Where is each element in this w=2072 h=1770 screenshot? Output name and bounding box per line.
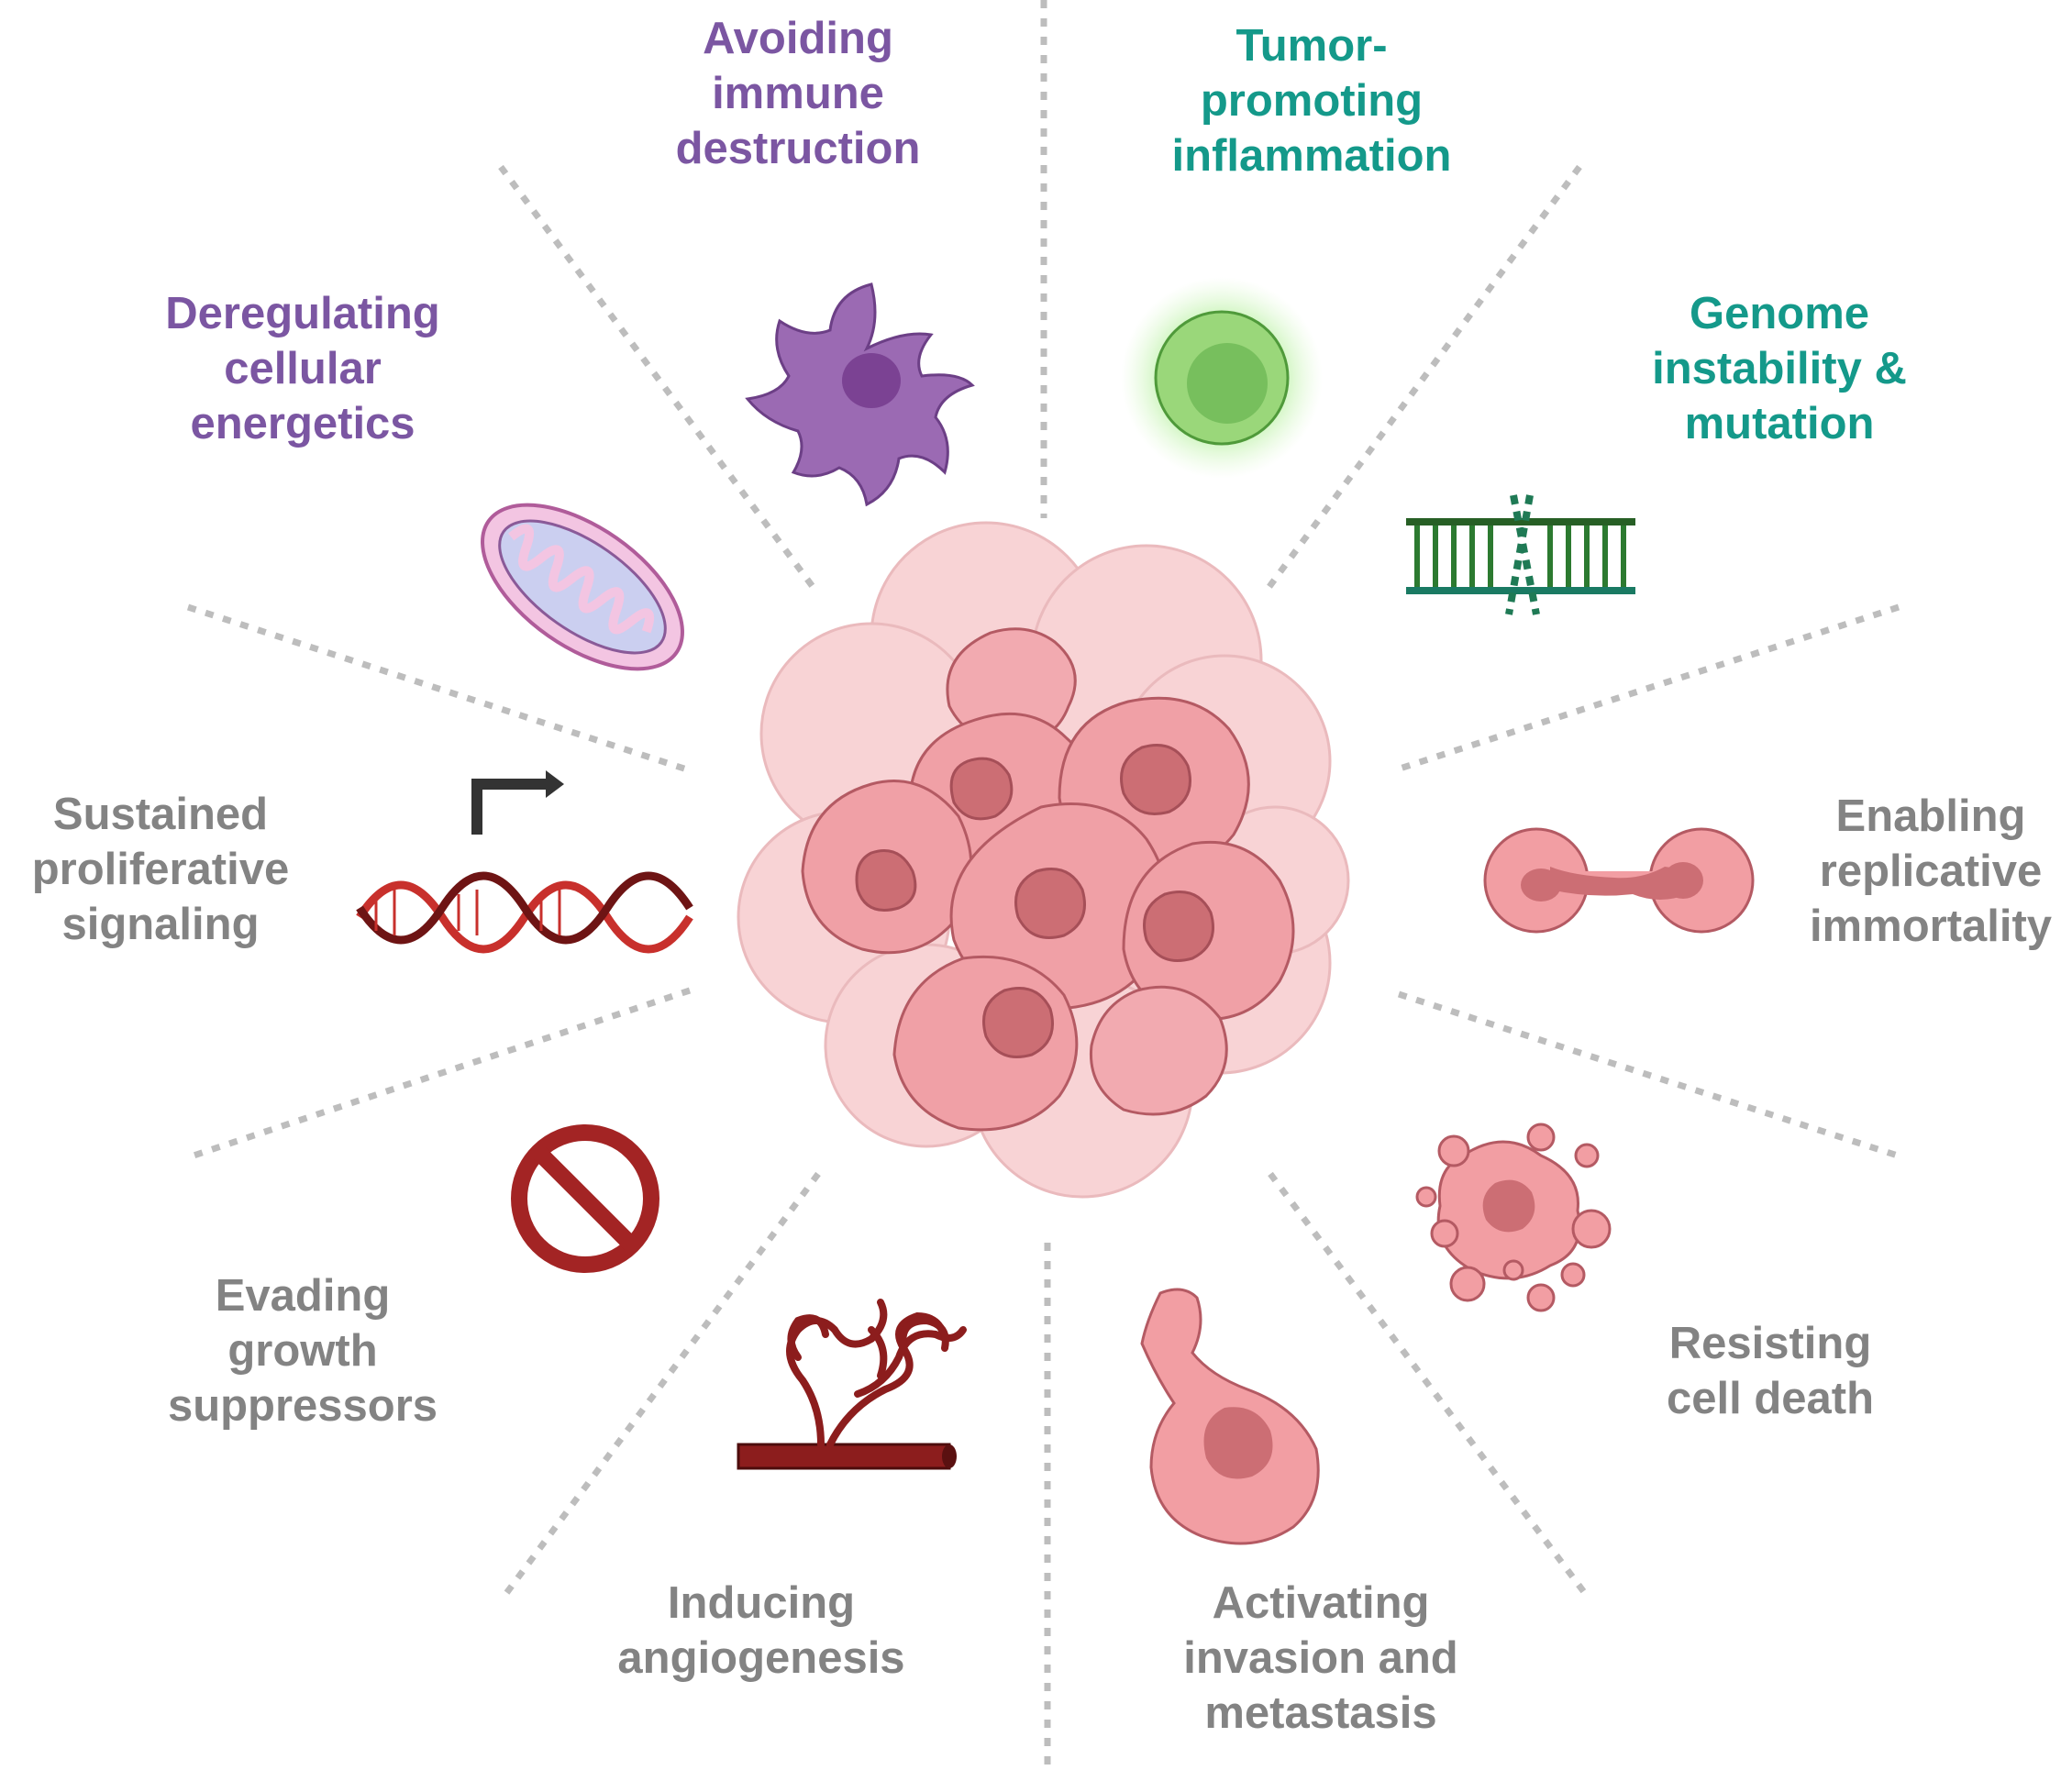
dna-with-arrow-icon (356, 770, 693, 954)
apoptotic-cell-icon (1415, 1123, 1612, 1312)
dividing-cell-icon (1483, 827, 1755, 934)
divider-line (1392, 603, 1900, 774)
divider-line (1397, 990, 1905, 1161)
label-enabling-replicative-immortality: Enabling replicative immortality (1798, 789, 2064, 954)
label-inducing-angiogenesis: Inducing angiogenesis (605, 1576, 917, 1686)
label-line: destruction (675, 124, 921, 173)
tumor-cell-cluster-icon (737, 521, 1350, 1199)
label-genome-instability-mutation: Genome instability & mutation (1623, 286, 1935, 451)
dendritic-cell-icon (745, 282, 975, 507)
label-line: instability & (1652, 344, 1907, 393)
label-line: Avoiding (703, 14, 893, 63)
label-line: suppressors (167, 1381, 438, 1431)
label-line: replicative (1819, 846, 2043, 896)
label-line: Evading (215, 1271, 391, 1321)
label-line: cell death (1666, 1374, 1875, 1423)
blood-vessel-icon (737, 1299, 967, 1470)
label-line: cellular (224, 344, 382, 393)
label-line: angiogenesis (617, 1633, 905, 1683)
mitochondrion-icon (481, 503, 684, 671)
label-line: inflammation (1171, 131, 1452, 181)
divider-line (186, 603, 692, 774)
divider-line (186, 987, 692, 1161)
label-line: immortality (1809, 902, 2053, 951)
divider-lines (186, 0, 1905, 1770)
prohibition-sign-icon (511, 1124, 659, 1273)
label-line: Tumor- (1235, 21, 1388, 71)
broken-dna-ladder-icon (1406, 494, 1635, 615)
label-sustained-proliferative-signaling: Sustained proliferative signaling (18, 787, 303, 952)
label-line: Activating (1212, 1578, 1430, 1628)
label-tumor-promoting-inflammation: Tumor- promoting inflammation (1156, 18, 1468, 183)
divider-line (1268, 1171, 1590, 1599)
glowing-immune-cell-icon (1121, 277, 1323, 479)
label-evading-growth-suppressors: Evading growth suppressors (156, 1268, 449, 1433)
label-line: Deregulating (165, 289, 440, 338)
label-line: invasion and (1183, 1633, 1458, 1683)
label-line: proliferative (31, 845, 290, 894)
label-line: Inducing (667, 1578, 856, 1628)
label-avoiding-immune-destruction: Avoiding immune destruction (660, 11, 936, 176)
divider-line (1263, 164, 1582, 594)
label-line: promoting (1200, 76, 1424, 126)
label-line: Genome (1689, 289, 1870, 338)
label-line: Resisting (1668, 1319, 1872, 1368)
label-line: metastasis (1204, 1688, 1437, 1738)
label-resisting-cell-death: Resisting cell death (1633, 1316, 1908, 1426)
label-deregulating-cellular-energetics: Deregulating cellular energetics (147, 286, 459, 451)
divider-line (498, 164, 819, 594)
label-line: signaling (61, 900, 260, 949)
label-line: mutation (1684, 399, 1875, 448)
label-activating-invasion-metastasis: Activating invasion and metastasis (1165, 1576, 1477, 1741)
label-line: Enabling (1835, 791, 2026, 841)
label-line: Sustained (52, 790, 269, 839)
migrating-cell-icon (1140, 1288, 1320, 1545)
label-line: energetics (190, 399, 416, 448)
label-line: immune (712, 69, 884, 118)
label-line: growth (227, 1326, 378, 1376)
divider-line (502, 1171, 821, 1599)
